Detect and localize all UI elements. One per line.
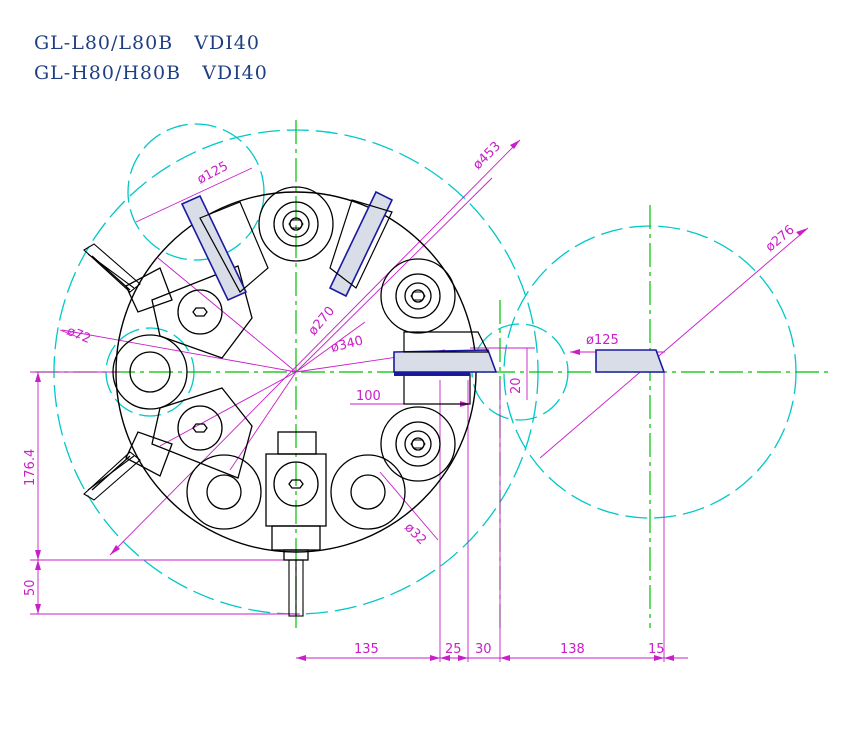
pocket-top	[258, 186, 334, 262]
turning-tool-far-right	[595, 349, 666, 373]
dim-width-30: 30	[475, 642, 492, 657]
tool-holder-lower-left	[91, 387, 253, 491]
tool-holder-bottom	[265, 431, 327, 561]
dim-width-15: 15	[648, 642, 665, 657]
pocket-bottom-right	[330, 454, 406, 530]
dim-height-176-4: 176.4	[23, 449, 38, 486]
pocket-bottom-left	[186, 454, 262, 530]
dim-height-20: 20	[509, 377, 524, 394]
turning-tool-right	[393, 349, 498, 373]
pocket-left	[112, 334, 188, 410]
dim-dia-125-right: ø125	[586, 333, 619, 348]
dim-dia-270: ø270	[306, 304, 339, 339]
drill-upper-left	[83, 243, 141, 293]
turning-tool-upper-right	[328, 190, 394, 298]
model-title-line-2: GL-H80/H80B VDI40	[34, 62, 268, 84]
dim-length-100: 100	[356, 389, 381, 404]
dim-swing-dia-276: ø276	[763, 223, 798, 256]
tool-circle-125-top	[127, 123, 265, 261]
dim-dia-340: ø340	[329, 333, 364, 355]
model-title-line-1: GL-L80/L80B VDI40	[34, 32, 260, 54]
dim-swing-dia-453: ø453	[470, 139, 504, 173]
dim-width-25: 25	[445, 642, 462, 657]
pocket-right-lower	[380, 406, 456, 482]
pocket-right-upper	[380, 258, 456, 334]
dim-height-50: 50	[23, 579, 38, 596]
dim-width-135: 135	[354, 642, 379, 657]
dim-dia-72: ø72	[65, 324, 93, 347]
drill-lower-left	[83, 451, 141, 501]
drill-bottom	[288, 559, 304, 617]
dim-tool-dia-125-top: ø125	[195, 159, 231, 188]
dim-width-138: 138	[560, 642, 585, 657]
